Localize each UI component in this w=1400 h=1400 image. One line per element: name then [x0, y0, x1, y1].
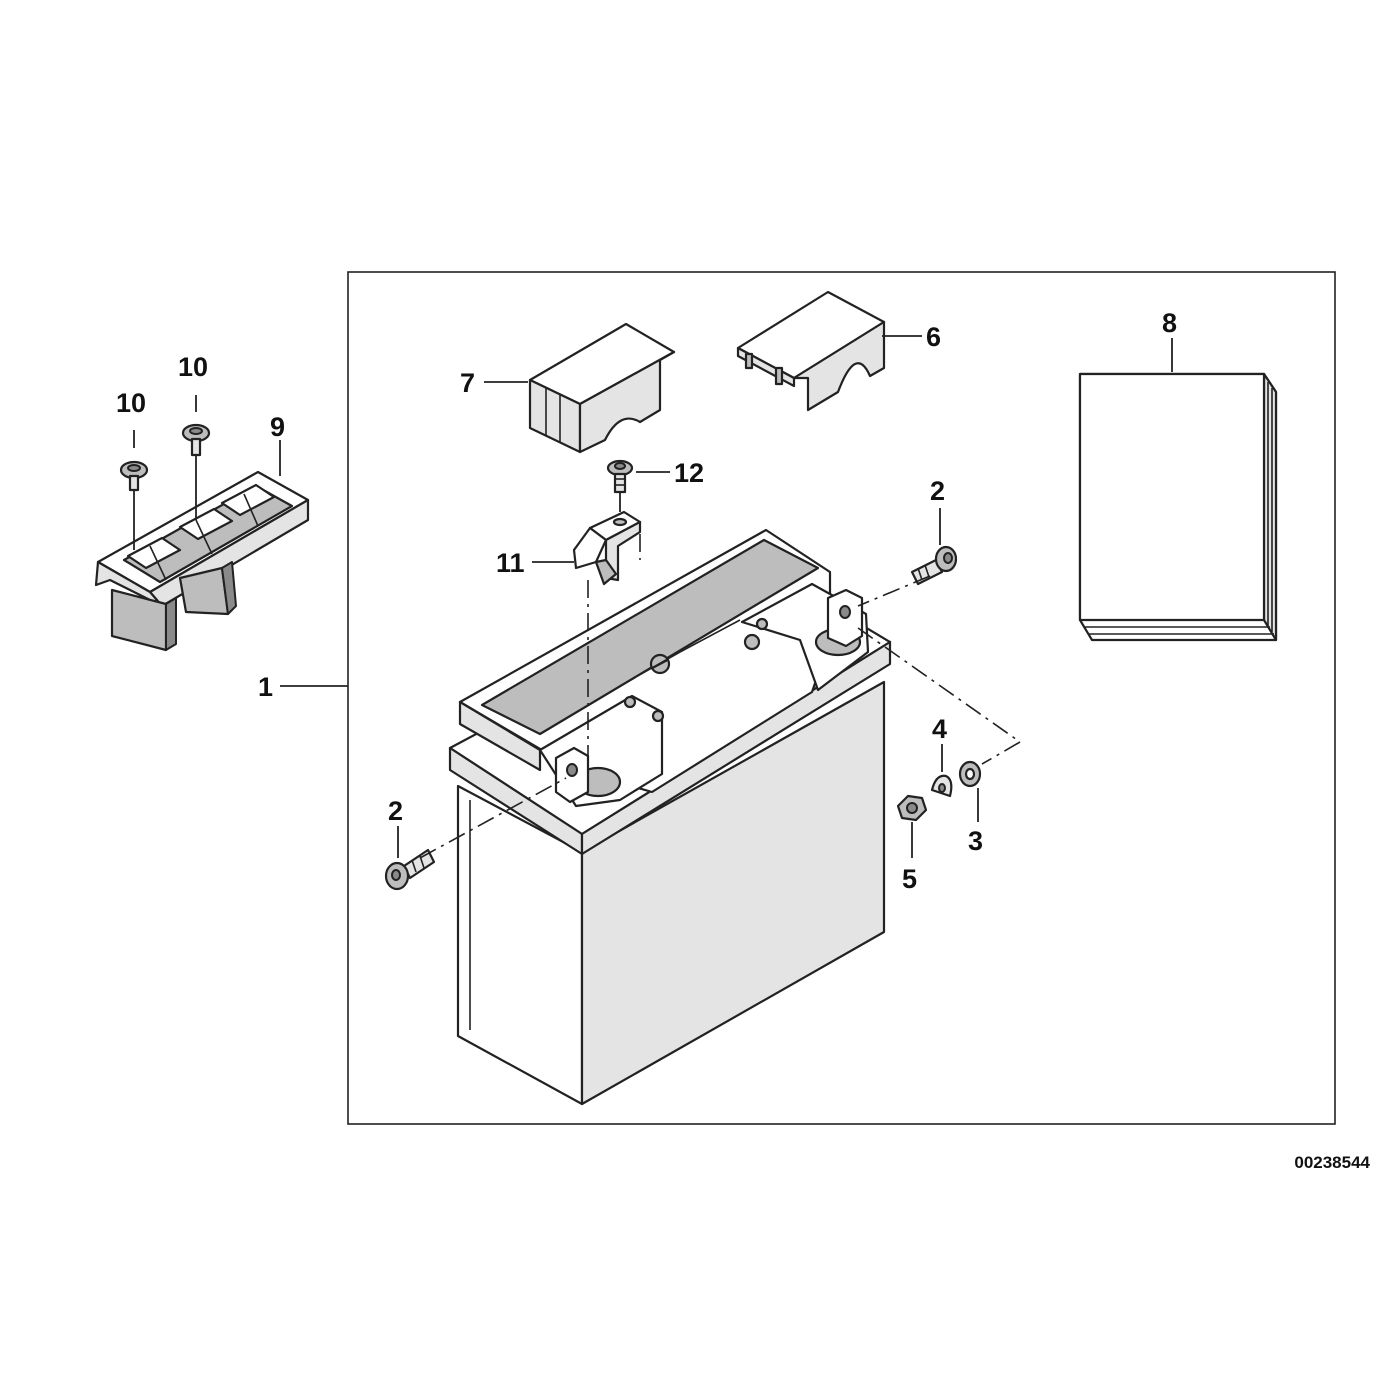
part-8-booklet	[1078, 372, 1278, 642]
callout-3: 3	[968, 826, 983, 856]
callout-8: 8	[1162, 308, 1177, 338]
part-2-bolt-left	[384, 826, 436, 891]
part-6-cover	[736, 290, 886, 412]
part-4-washer	[930, 744, 953, 798]
callout-2-lower: 2	[388, 796, 403, 826]
callout-2-upper: 2	[930, 476, 945, 506]
part-9-holder	[94, 470, 310, 652]
diagram-reference-number: 00238544	[1294, 1153, 1370, 1172]
part-2-bolt-right	[910, 508, 958, 586]
assembly-line-right	[857, 575, 931, 607]
assembly-line-hardware	[857, 627, 1021, 743]
callout-7: 7	[460, 368, 475, 398]
callout-6: 6	[926, 322, 941, 352]
part-1-battery	[448, 528, 892, 1106]
part-12-screw	[606, 459, 634, 512]
callout-4: 4	[932, 714, 947, 744]
part-10-screw-left	[119, 430, 149, 550]
part-7-cover	[528, 322, 676, 454]
part-11-bracket	[572, 510, 642, 586]
callout-12: 12	[674, 458, 704, 488]
assembly-line-hardware-2	[981, 741, 1021, 765]
callout-11: 11	[496, 548, 525, 578]
part-10-screw-right	[181, 395, 211, 520]
kit-frame	[347, 271, 1336, 1125]
callout-9: 9	[270, 412, 285, 442]
callout-1: 1	[258, 672, 273, 702]
part-5-nut	[896, 794, 928, 858]
callout-10-right: 10	[178, 352, 208, 382]
callout-5: 5	[902, 864, 917, 894]
callout-10-left: 10	[116, 388, 146, 418]
assembly-line-left	[419, 777, 567, 859]
part-3-washer	[958, 760, 982, 822]
